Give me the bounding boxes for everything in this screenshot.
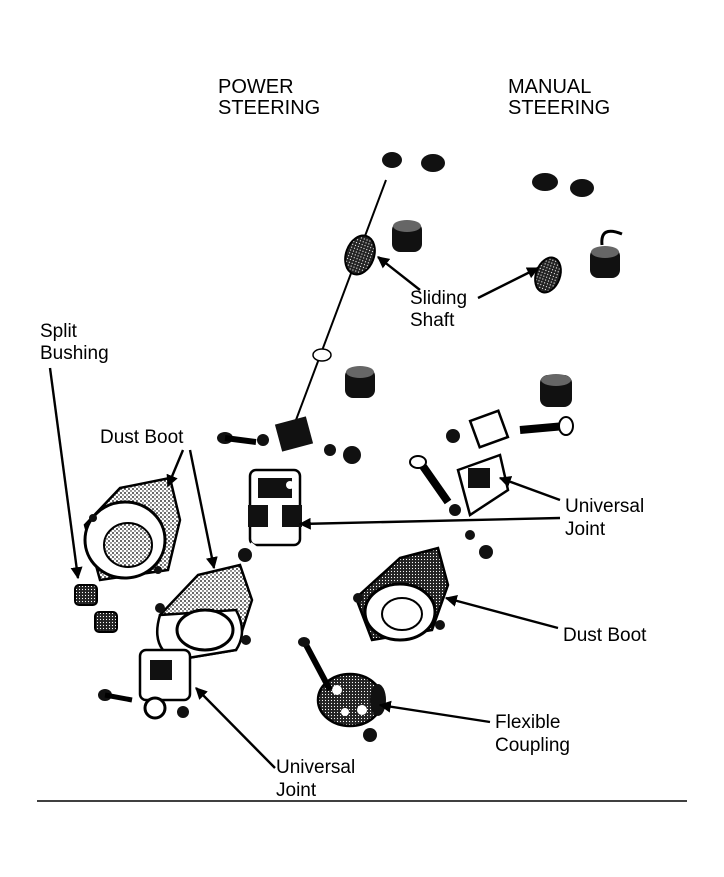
leader-sliding-shaft-1 (377, 256, 421, 291)
bushing-small (421, 154, 445, 172)
leader-dust-boot-left-2 (188, 449, 218, 570)
manual-dust-boot (353, 546, 450, 642)
clamp-bolt (217, 432, 257, 445)
label-sliding-shaft-line1: Sliding (410, 288, 467, 309)
label-split-bushing-line2: Bushing (40, 343, 109, 364)
power-dust-boot (155, 563, 254, 662)
leader-split-bushing (48, 367, 83, 580)
leader-universal-joint-bottom (195, 687, 276, 769)
label-universal-joint-right: Universal Joint (565, 496, 644, 540)
leader-dust-boot-right (444, 594, 559, 630)
header-manual-steering: MANUAL STEERING (508, 76, 610, 119)
label-universal-joint-bottom: Universal Joint (276, 757, 355, 801)
bushing-upper (392, 220, 422, 252)
bushing-lower (345, 366, 375, 398)
power-steering-assembly (74, 152, 445, 720)
label-dust-boot-right: Dust Boot (563, 625, 647, 646)
label-sliding-shaft-line2: Shaft (410, 310, 455, 331)
manual-bushing-lower (540, 374, 572, 407)
leader-universal-joint-right-1 (498, 476, 561, 502)
retaining-clip (600, 229, 623, 246)
flexible-coupling-part (298, 637, 386, 742)
split-bushing-parts (74, 584, 118, 633)
manual-upper-shaft (484, 179, 594, 432)
leader-flexible-coupling (378, 700, 491, 724)
power-lower-universal-joint (98, 648, 192, 720)
power-upper-shaft (295, 152, 402, 422)
label-sliding-shaft: Sliding Shaft (410, 288, 467, 331)
manual-bushing-upper (590, 246, 620, 278)
label-split-bushing: Split Bushing (40, 321, 109, 364)
shaft-end-cap (382, 152, 402, 168)
label-flexible-coupling: Flexible Coupling (495, 712, 570, 756)
header-power-steering: POWER STEERING (218, 76, 320, 119)
manual-bushing-small (532, 173, 558, 191)
label-flexible-coupling-line1: Flexible (495, 712, 560, 733)
header-manual-line2: STEERING (508, 97, 610, 119)
label-universal-joint-bottom-line2: Joint (276, 780, 317, 801)
label-universal-joint-right-line2: Joint (565, 519, 606, 540)
leader-universal-joint-right-2 (298, 516, 561, 530)
label-split-bushing-line1: Split (40, 321, 78, 342)
label-flexible-coupling-line2: Coupling (495, 735, 570, 756)
manual-clamp (409, 409, 574, 505)
header-power-line1: POWER (218, 76, 294, 98)
leader-lines (48, 256, 561, 769)
header-manual-line1: MANUAL (508, 76, 591, 98)
manual-steering-assembly (298, 173, 623, 742)
label-dust-boot-left: Dust Boot (100, 427, 184, 448)
leader-dust-boot-left-1 (166, 449, 185, 488)
header-power-line2: STEERING (218, 97, 320, 119)
power-universal-joint (248, 468, 302, 547)
label-universal-joint-right-line1: Universal (565, 496, 644, 517)
label-universal-joint-bottom-line1: Universal (276, 757, 355, 778)
manual-universal-joint (449, 453, 510, 559)
power-clamp (217, 416, 361, 464)
exploded-dust-boot (83, 476, 182, 582)
leader-sliding-shaft-2 (477, 266, 540, 300)
